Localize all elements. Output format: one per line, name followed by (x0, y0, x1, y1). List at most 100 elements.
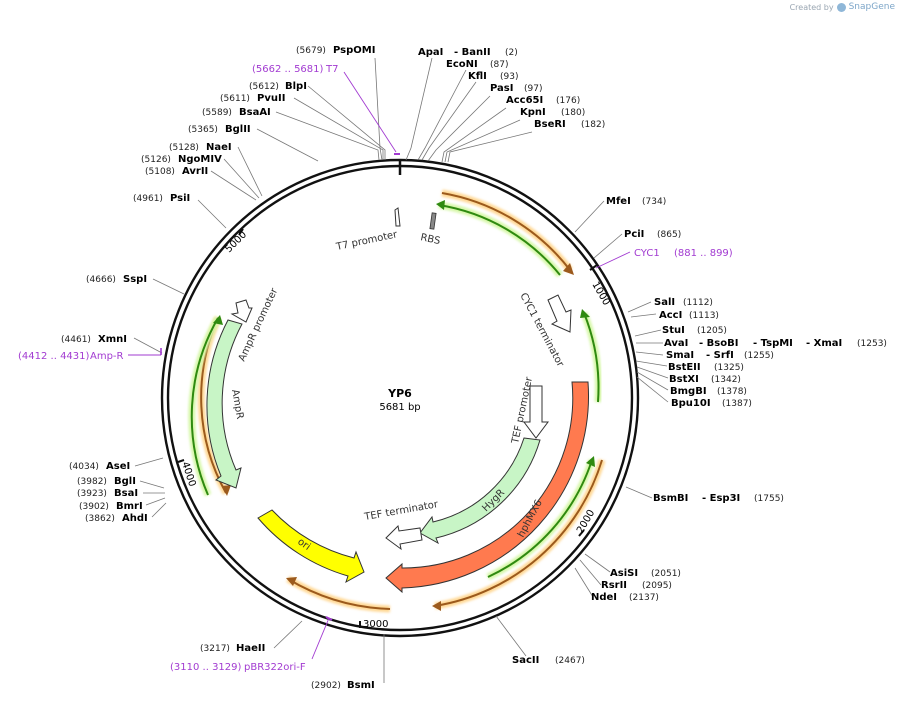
svg-text:T7: T7 (325, 64, 338, 75)
site-bsaai-pos: (5589) (202, 108, 232, 118)
site-avrii-pos: (5108) (145, 167, 175, 177)
site-bmri-pos: (3902) (79, 502, 109, 512)
site-kfli-pos: (93) (500, 72, 518, 82)
site-avai: AvaI (664, 338, 688, 349)
site-bsmi-pos: (2902) (311, 681, 341, 691)
svg-text:(881 .. 899): (881 .. 899) (674, 248, 733, 259)
site-tspmi: - TspMI (753, 338, 793, 349)
site-acci-pos: (1113) (689, 311, 719, 321)
svg-text:(3110 .. 3129): (3110 .. 3129) (170, 662, 242, 673)
credit-brand: SnapGene (848, 2, 895, 12)
primer-t7: (5662 .. 5681) T7 (252, 64, 400, 155)
site-naei: NaeI (206, 142, 232, 153)
svg-text:Amp-R: Amp-R (90, 351, 124, 362)
site-srfi-pos: (1255) (744, 351, 774, 361)
site-asei-pos: (4034) (69, 462, 99, 472)
site-xmni: XmnI (98, 334, 127, 345)
site-stui-pos: (1205) (697, 326, 727, 336)
site-ahdi: AhdI (122, 513, 148, 524)
site-bpu10i: Bpu10I (671, 398, 711, 409)
site-bsai-pos: (3923) (77, 489, 107, 499)
site-blpi-pos: (5612) (249, 82, 279, 92)
site-asei: AseI (106, 461, 130, 472)
site-esp3i-pos: (1755) (754, 494, 784, 504)
site-asisi-pos: (2051) (651, 569, 681, 579)
site-sacii-pos: (2467) (555, 656, 585, 666)
site-bsteii: BstEII (668, 362, 701, 373)
tef-promoter-arrow: TEF promoter (510, 375, 549, 446)
site-bsmi: BsmI (347, 680, 375, 691)
site-bsai: BsaI (114, 488, 138, 499)
site-ngomiv-pos: (5126) (141, 155, 171, 165)
site-pcii-pos: (865) (657, 230, 681, 240)
site-blpi: BlpI (285, 81, 307, 92)
site-pasi: PasI (490, 83, 513, 94)
site-apai: ApaI (418, 47, 443, 58)
site-banii-pos: (2) (505, 48, 518, 58)
site-srfi: - SrfI (706, 350, 734, 361)
plasmid-name: YP6 (387, 387, 412, 400)
svg-text:3000: 3000 (363, 619, 388, 630)
site-haeii: HaeII (236, 643, 265, 654)
t7-promoter-label: T7 promoter (334, 229, 399, 253)
site-naei-pos: (5128) (169, 143, 199, 153)
site-connectors (133, 57, 669, 683)
site-econi-pos: (87) (490, 60, 508, 70)
site-acc65i-pos: (176) (556, 96, 580, 106)
site-ahdi-pos: (3862) (85, 514, 115, 524)
site-bmgbi: BmgBI (670, 386, 707, 397)
tick-3000: 3000 (359, 619, 388, 630)
site-ndei: NdeI (591, 592, 617, 603)
primer-ampr: (4412 .. 4431) Amp-R (18, 348, 162, 362)
orf-green-bottom-right (486, 456, 596, 581)
site-bgli: BglI (114, 476, 136, 487)
site-bsobi: - BsoBI (699, 338, 738, 349)
primer-pbr322ori: (3110 .. 3129) pBR322ori-F (170, 616, 333, 673)
site-acc65i: Acc65I (506, 95, 543, 106)
site-psii: PsiI (170, 193, 190, 204)
site-pcii: PciI (624, 229, 644, 240)
site-bpu10i-pos: (1387) (722, 399, 752, 409)
site-bsteii-pos: (1325) (714, 363, 744, 373)
site-xmai-pos: (1253) (857, 339, 887, 349)
site-bstxi: BstXI (669, 374, 699, 385)
plasmid-size: 5681 bp (379, 402, 420, 413)
svg-text:CYC1: CYC1 (634, 248, 660, 259)
site-econi: EcoNI (446, 59, 478, 70)
site-pspomi-pos: (5679) (296, 46, 326, 56)
site-pspomi: PspOMI (333, 45, 375, 56)
orf-bottom (286, 575, 391, 613)
rbs-mark: RBS (419, 212, 441, 247)
site-kpni: KpnI (520, 107, 546, 118)
orf-green-top-right (436, 200, 563, 278)
site-bseri-pos: (182) (581, 120, 605, 130)
site-stui: StuI (662, 325, 685, 336)
site-banii: - BanII (454, 47, 491, 58)
svg-text:(4412 .. 4431): (4412 .. 4431) (18, 351, 90, 362)
hphmx6-arrow: hphMX6 (385, 381, 589, 594)
snapgene-logo-icon (836, 2, 846, 12)
site-esp3i: - Esp3I (702, 493, 740, 504)
site-kfli: KflI (468, 71, 487, 82)
site-bsaai: BsaAI (239, 107, 271, 118)
site-sacii: SacII (512, 655, 539, 666)
ampr-arrow: AmpR (206, 319, 245, 489)
site-acci: AccI (659, 310, 682, 321)
site-sspi-pos: (4666) (86, 275, 116, 285)
site-psii-pos: (4961) (133, 194, 163, 204)
site-pvuii-pos: (5611) (220, 94, 250, 104)
site-bstxi-pos: (1342) (711, 375, 741, 385)
site-rsrii-pos: (2095) (642, 581, 672, 591)
ampr-promoter-label: AmpR promoter (237, 286, 281, 363)
site-bmgbi-pos: (1378) (717, 387, 747, 397)
credit-prefix: Created by (789, 2, 834, 12)
svg-text:(5662 .. 5681): (5662 .. 5681) (252, 64, 324, 75)
site-sali: SalI (654, 297, 675, 308)
site-sali-pos: (1112) (683, 298, 713, 308)
orf-green-left (188, 315, 223, 497)
site-asisi: AsiSI (610, 568, 638, 579)
site-kpni-pos: (180) (561, 108, 585, 118)
site-bseri: BseRI (534, 119, 566, 130)
site-mfei: MfeI (606, 196, 631, 207)
